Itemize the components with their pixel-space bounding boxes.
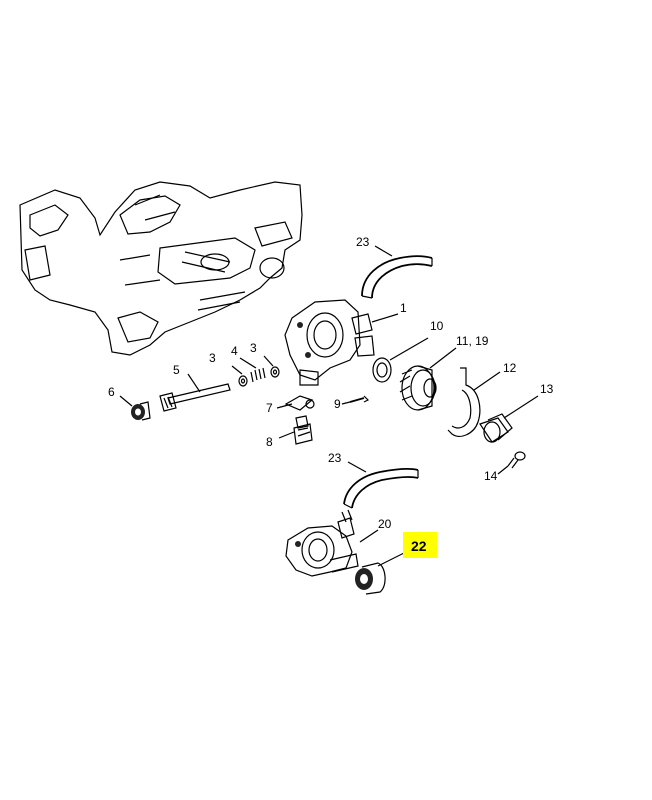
leader-4 — [239, 357, 257, 369]
label-12: 12 — [503, 361, 517, 375]
label-4: 4 — [231, 344, 238, 358]
label-11-19: 11, 19 — [456, 334, 489, 348]
part-1-oil-pump — [284, 299, 375, 386]
leader-3b — [263, 355, 274, 367]
label-7: 7 — [266, 401, 273, 415]
part-12-spring — [447, 367, 481, 437]
part-5-plunger — [159, 383, 231, 412]
label-20: 20 — [378, 517, 392, 531]
leader-11-19 — [429, 347, 457, 369]
part-6-nut — [131, 401, 151, 421]
leader-7 — [276, 403, 293, 409]
label-3-left: 3 — [209, 351, 216, 365]
label-6: 6 — [108, 385, 115, 399]
part-10-seal — [372, 357, 392, 383]
label-8: 8 — [266, 435, 273, 449]
part-14-screw — [507, 451, 526, 469]
leader-6 — [119, 395, 133, 407]
leader-9 — [341, 401, 351, 405]
leader-20 — [359, 529, 379, 543]
label-13: 13 — [540, 382, 554, 396]
part-3-washer-right — [270, 366, 280, 378]
part-22-bushing — [355, 562, 386, 595]
leader-23a — [374, 245, 393, 257]
leader-14 — [497, 465, 509, 475]
leader-1 — [371, 313, 399, 323]
label-23-upper: 23 — [356, 235, 370, 249]
label-14: 14 — [484, 469, 498, 483]
leader-23b — [347, 461, 367, 473]
part-20-pump-assembly — [285, 509, 359, 577]
label-10: 10 — [430, 319, 444, 333]
leader-13 — [503, 395, 539, 419]
label-22: 22 — [411, 538, 427, 554]
part-23-hose-lower — [343, 468, 419, 509]
label-3-right: 3 — [250, 341, 257, 355]
leader-5 — [187, 373, 201, 393]
part-11-19-worm-gear — [399, 365, 437, 411]
engine-housing — [19, 181, 303, 356]
label-9: 9 — [334, 397, 341, 411]
part-13-bushing — [479, 413, 513, 443]
part-3-washer-left — [238, 375, 248, 387]
highlight-box-22 — [403, 532, 437, 558]
label-1: 1 — [400, 301, 407, 315]
leader-3a — [231, 365, 243, 375]
part-8-valve — [293, 415, 313, 445]
leader-8 — [278, 431, 295, 439]
label-5: 5 — [173, 363, 180, 377]
part-4-spring — [250, 367, 266, 383]
label-23-lower: 23 — [328, 451, 342, 465]
part-23-hose-upper — [361, 255, 433, 299]
leader-10 — [389, 337, 429, 361]
leader-12 — [473, 371, 501, 391]
part-9-pin — [349, 395, 370, 403]
part-7-seal — [284, 395, 315, 411]
